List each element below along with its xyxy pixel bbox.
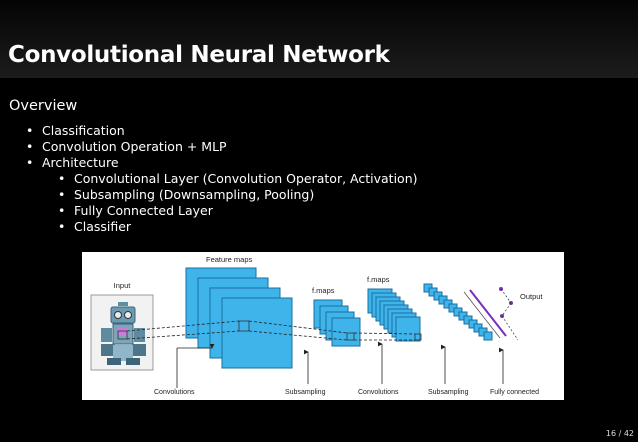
fmaps-stack-1	[313, 299, 361, 347]
label-subsampling: Subsampling	[428, 389, 469, 396]
sub-bullet-list: • Convolutional Layer (Convolution Operat…	[58, 171, 418, 235]
sub-bullet-text: Classifier	[74, 219, 132, 234]
fmaps-label-1: f.maps	[312, 286, 335, 295]
label-convolutions: Convolutions	[154, 389, 195, 396]
fmaps-patch-2	[414, 333, 422, 341]
bullet-dot: •	[26, 139, 34, 154]
sub-bullet-item: • Fully Connected Layer	[58, 203, 418, 219]
diagram-canvas: Input Feature maps f.maps	[90, 255, 543, 396]
robot-icon	[101, 302, 146, 365]
feature-patch	[238, 320, 250, 332]
feature-maps-stack	[185, 267, 293, 369]
bullet-text: Architecture	[42, 155, 119, 170]
input-label: Input	[114, 281, 132, 290]
output-connection	[500, 288, 512, 304]
bullet-dot: •	[58, 187, 66, 202]
sub-bullet-text: Subsampling (Downsampling, Pooling)	[74, 187, 315, 202]
fmaps-stack-2	[367, 288, 421, 342]
bullet-text: Convolution Operation + MLP	[42, 139, 227, 154]
sub-bullet-text: Fully Connected Layer	[74, 203, 213, 218]
bullet-item: • Classification	[26, 123, 418, 139]
page-number: 16 / 42	[605, 429, 634, 438]
input-patch	[117, 330, 128, 340]
sub-bullet-item: • Classifier	[58, 219, 418, 235]
sub-bullet-text: Convolutional Layer (Convolution Operato…	[74, 171, 418, 186]
output-connection	[501, 315, 519, 341]
bullet-dot: •	[26, 123, 34, 138]
sub-bullet-item: • Convolutional Layer (Convolution Operat…	[58, 171, 418, 187]
slide-title: Convolutional Neural Network	[8, 42, 390, 68]
title-bar: Convolutional Neural Network	[0, 0, 638, 78]
fmaps-patch	[346, 332, 355, 341]
dashed-connections	[126, 320, 416, 341]
section-heading: Overview	[9, 98, 78, 114]
bullet-dot: •	[26, 155, 34, 170]
label-arrows	[176, 341, 504, 388]
bullet-item: •Architecture •Convolutional Layer (Conv…	[26, 155, 418, 235]
bullet-dot: •	[58, 219, 66, 234]
feature-maps-label: Feature maps	[206, 255, 253, 264]
bullet-item: • Convolution Operation + MLP	[26, 139, 418, 155]
fc-output-line	[469, 289, 507, 337]
bullet-dot: •	[58, 171, 66, 186]
label-convolutions: Convolutions	[358, 389, 399, 396]
subsampled-maps-strip	[423, 283, 493, 341]
sub-bullet-item: • Subsampling (Downsampling, Pooling)	[58, 187, 418, 203]
bullet-list: • Classification • Convolution Operation +…	[26, 123, 418, 235]
output-label: Output	[520, 292, 543, 301]
bullet-dot: •	[58, 203, 66, 218]
output-connection	[501, 302, 512, 317]
bullet-text: Classification	[42, 123, 125, 138]
cnn-architecture-diagram: Input Feature maps f.maps	[82, 252, 564, 400]
label-fully-connected: Fully connected	[490, 389, 539, 396]
fc-line	[463, 291, 501, 339]
fmaps-label-2: f.maps	[367, 275, 390, 284]
label-subsampling: Subsampling	[285, 389, 326, 396]
